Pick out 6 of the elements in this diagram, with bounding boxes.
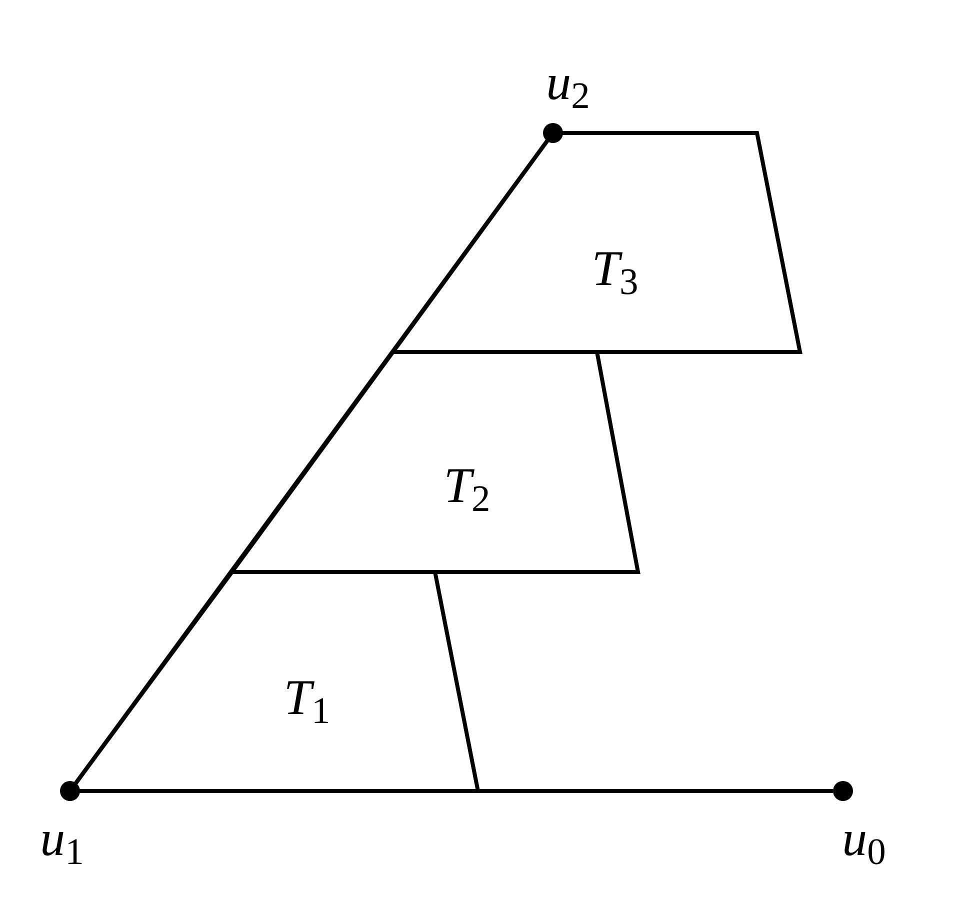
vertex-label: u$_{0}$ xyxy=(842,813,886,863)
region-label: T$_{1}$ xyxy=(284,672,330,722)
region-label: T$_{3}$ xyxy=(592,243,638,293)
vertex-label: u$_{2}$ xyxy=(546,57,590,107)
vertex-label: u$_{1}$ xyxy=(40,813,84,863)
region-label: T$_{2}$ xyxy=(444,460,490,510)
